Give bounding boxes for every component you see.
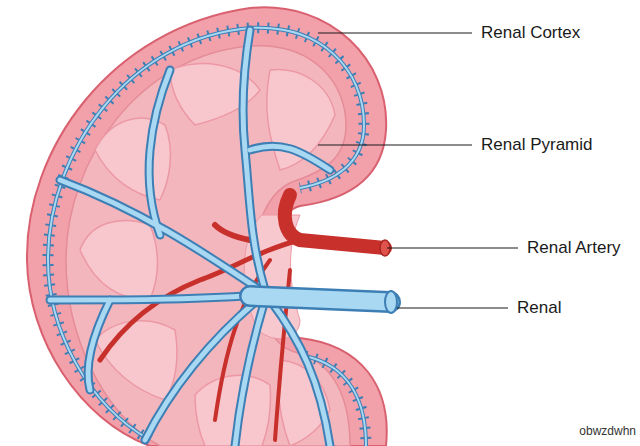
part-label: Renal Cortex	[481, 23, 580, 43]
part-label: Renal Pyramid	[481, 135, 593, 155]
vein-end	[385, 291, 397, 313]
veins	[50, 30, 390, 446]
leader-lines	[318, 33, 518, 308]
part-label: Renal	[517, 298, 561, 318]
renal-cortex	[27, 7, 387, 446]
part-label: Renal Artery	[527, 238, 621, 258]
watermark: obwzdwhn	[579, 425, 636, 439]
